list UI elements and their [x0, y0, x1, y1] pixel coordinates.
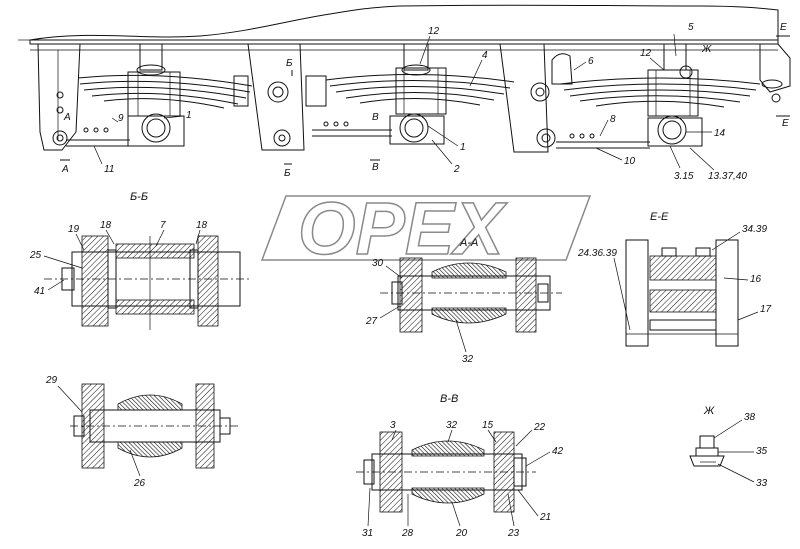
- zh-callouts: 38 35 33: [713, 412, 768, 489]
- callout-18a: 18: [100, 220, 112, 231]
- callout-34-39: 34.39: [742, 224, 767, 235]
- callout-32b: 32: [446, 420, 458, 431]
- callout-3: 3: [390, 420, 396, 431]
- bottom-left-callouts: 29 26: [45, 375, 146, 489]
- callout-27: 27: [365, 316, 378, 327]
- callout-20: 20: [455, 528, 468, 539]
- section-title-zh: Ж: [703, 405, 715, 417]
- callout-18b: 18: [196, 220, 208, 231]
- callout-15: 15: [482, 420, 494, 431]
- marker-zh-top: Ж: [701, 44, 712, 55]
- callout-12b: 12: [640, 48, 652, 59]
- callout-25: 25: [29, 250, 42, 261]
- view-zh: Ж: [689, 405, 725, 467]
- section-title-aa: А-А: [459, 237, 478, 249]
- callout-11: 11: [104, 164, 114, 175]
- spring-pack-right: [556, 43, 761, 149]
- marker-a-left: А: [63, 112, 71, 123]
- callout-16: 16: [750, 274, 762, 285]
- section-ee: Е-Е: [625, 211, 739, 347]
- callout-35: 35: [756, 446, 768, 457]
- marker-v-mid: В: [372, 112, 379, 123]
- spring-pack-center: [312, 43, 515, 145]
- section-vv: В-В: [356, 393, 536, 513]
- callout-19: 19: [68, 224, 80, 235]
- section-aa: А-А: [380, 237, 562, 333]
- callout-24-36-39: 24.36.39: [577, 248, 617, 259]
- callout-33: 33: [756, 478, 768, 489]
- aa-callouts: 30 27 32: [365, 258, 474, 365]
- callout-9: 9: [118, 113, 124, 124]
- callout-10: 10: [624, 156, 636, 167]
- bb-callouts: 19 18 7 18 25 41: [29, 220, 208, 297]
- marker-a-bottom: А: [61, 164, 69, 175]
- vv-callouts: 3 32 15 22 42 21 31 28 20 23: [362, 420, 564, 539]
- marker-b-bottom: Б: [284, 168, 291, 179]
- spring-pack-left: [66, 43, 253, 147]
- callout-1b: 1: [460, 142, 466, 153]
- callout-2: 2: [453, 164, 460, 175]
- section-bb: Б-Б: [44, 191, 250, 330]
- marker-e-top: Е: [780, 22, 787, 33]
- callout-32: 32: [462, 354, 474, 365]
- section-title-bb: Б-Б: [130, 191, 148, 203]
- section-title-vv: В-В: [440, 393, 458, 405]
- side-elevation-view: А А Б Б В В Е Е Ж 9 1 11 12 4 1 2: [18, 4, 791, 182]
- watermark-text: OPEX: [298, 187, 508, 270]
- ee-callouts: 34.39 24.36.39 16 17: [577, 224, 772, 331]
- callout-29: 29: [45, 375, 58, 386]
- watermark: OPEX: [260, 186, 592, 271]
- callout-14: 14: [714, 128, 726, 139]
- callout-6: 6: [588, 56, 594, 67]
- callout-8: 8: [610, 114, 616, 125]
- callout-13-37-40: 13.37,40: [708, 171, 747, 182]
- marker-e-bottom: Е: [782, 118, 789, 129]
- section-bottom-left: [70, 383, 240, 469]
- callout-12a: 12: [428, 26, 440, 37]
- callout-23: 23: [507, 528, 520, 539]
- callout-21: 21: [539, 512, 551, 523]
- section-title-ee: Е-Е: [650, 211, 669, 223]
- callout-28: 28: [401, 528, 414, 539]
- marker-v-bottom: В: [372, 162, 379, 173]
- callout-17: 17: [760, 304, 772, 315]
- callout-26: 26: [133, 478, 146, 489]
- callout-22: 22: [533, 422, 546, 433]
- callout-30: 30: [372, 258, 384, 269]
- callout-42: 42: [552, 446, 564, 457]
- callout-31: 31: [362, 528, 373, 539]
- callout-38: 38: [744, 412, 756, 423]
- callout-5: 5: [688, 22, 694, 33]
- top-callouts: 9 1 11 12 4 1 2 5 12 6 8 10 14: [93, 22, 747, 182]
- marker-b-mid: Б: [286, 58, 293, 69]
- callout-4: 4: [482, 50, 488, 61]
- callout-7: 7: [160, 220, 166, 231]
- callout-41: 41: [34, 286, 45, 297]
- callout-1a: 1: [186, 110, 192, 121]
- callout-3-15: 3.15: [674, 171, 694, 182]
